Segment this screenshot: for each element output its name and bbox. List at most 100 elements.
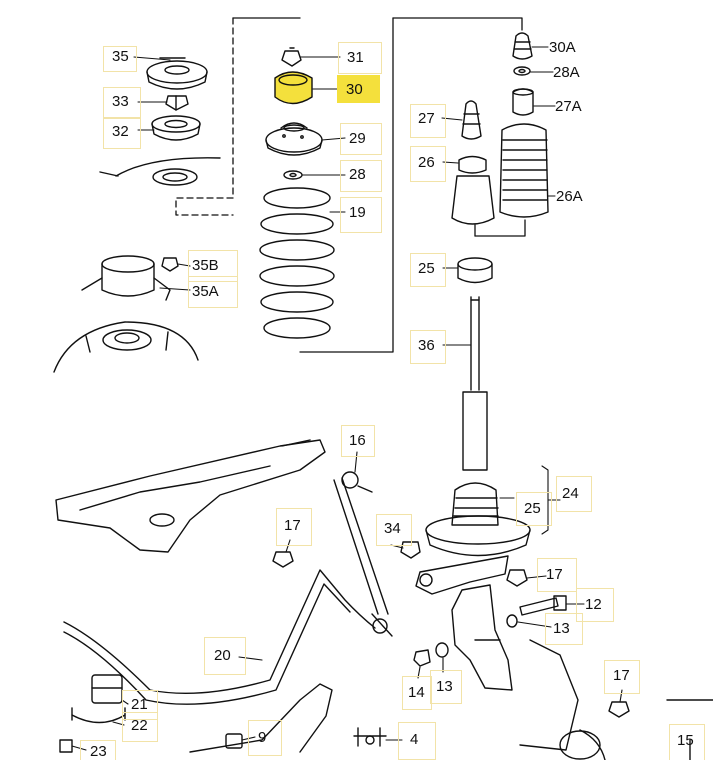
part-35-strut-mount [146,57,208,90]
part-35A-cover [81,255,171,301]
callout-21: 21 [131,696,148,713]
label-box-25a [410,253,446,287]
callout-24: 24 [562,485,579,502]
part-17-nut-c [608,701,630,718]
label-box-29 [340,123,382,155]
callout-33: 33 [112,93,129,110]
part-28A-washer [513,66,531,76]
callout-23: 23 [90,743,107,760]
part-35B-nut [161,257,179,272]
label-box-31 [338,42,382,74]
label-box-28 [340,160,382,192]
callout-16: 16 [349,432,366,449]
part-27A-stop [512,88,534,116]
group-bracket-lines [175,17,526,353]
callout-9: 9 [258,729,267,746]
part-32-bearing [151,115,201,141]
callout-34: 34 [384,520,401,537]
label-box-34 [376,514,412,546]
part-24-strut-lower [425,482,531,557]
callout-13-a: 13 [553,620,570,637]
label-box-36 [410,330,446,364]
callout-26: 26 [418,154,435,171]
label-box-32 [103,117,141,149]
label-box-22 [122,712,158,742]
part-29-spring-seat [265,122,323,156]
part-12-bolt [519,595,567,616]
lower-control-arm [415,555,509,595]
callout-15: 15 [677,732,694,749]
label-box-33 [103,87,141,119]
callout-17-c: 17 [613,667,630,684]
part-19-coil-spring [259,187,335,339]
callout-12: 12 [585,596,602,613]
label-box-19 [340,197,382,233]
label-box-17b [537,558,577,592]
label-box-16 [341,425,375,457]
callout-14: 14 [408,684,425,701]
part-17-nut-a [272,551,294,568]
callout-30A: 30A [549,39,576,56]
label-box-14 [402,676,432,710]
label-box-27 [410,104,446,138]
label-box-17a [276,508,312,546]
callout-35B: 35B [192,257,219,274]
part-30-bump-stop [274,71,313,105]
part-25-bushing [457,257,493,284]
label-box-35B [188,250,238,282]
part-28-washer [283,170,303,180]
callout-27: 27 [418,110,435,127]
body-strut-tower [53,321,199,373]
highlight-30 [337,75,380,103]
part-26A-bellows [499,123,549,218]
rear-arm [189,683,333,753]
callout-28: 28 [349,166,366,183]
body-panel-upper-left [99,157,221,186]
part-20-stabilizer-bar [63,569,376,705]
callout-32: 32 [112,123,129,140]
callout-31: 31 [347,49,364,66]
part-34-nut [400,541,421,559]
wheel-hub [519,639,606,760]
part-14-nut [413,649,431,667]
part-4-bracket [353,727,387,747]
part-31-nut [281,47,302,67]
part-13-washer-b [435,642,449,658]
part-22-clamp [71,707,126,724]
label-box-26 [410,146,446,182]
callout-27A: 27A [555,98,582,115]
label-box-35A [188,276,238,308]
part-13-washer-a [506,614,518,628]
callout-28A: 28A [553,64,580,81]
callout-29: 29 [349,130,366,147]
callout-30: 30 [346,81,363,98]
callout-17-a: 17 [284,517,301,534]
part-21-bushing [91,674,123,704]
part-36-shock-absorber [462,296,488,471]
front-subframe [55,439,326,553]
label-box-13b [430,670,462,704]
part-23-bolt [59,739,73,753]
part-26-boot [451,155,495,225]
label-box-12 [576,588,614,622]
callout-25-lower: 25 [524,500,541,517]
frame-rail-right [666,699,713,760]
callout-25-upper: 25 [418,260,435,277]
callout-22: 22 [131,717,148,734]
callout-4: 4 [410,731,419,748]
part-33-nut [165,95,189,111]
label-box-20 [204,637,246,675]
label-box-21 [122,690,158,720]
callout-36: 36 [418,337,435,354]
callout-35A: 35A [192,283,219,300]
label-box-25b [516,492,552,526]
label-box-15 [669,724,705,760]
part-9-bushing [225,733,243,749]
label-box-24 [556,476,592,512]
label-box-35 [103,46,137,72]
callout-19: 19 [349,204,366,221]
part-30A-bump-stop [512,32,533,60]
callout-17-b: 17 [546,566,563,583]
